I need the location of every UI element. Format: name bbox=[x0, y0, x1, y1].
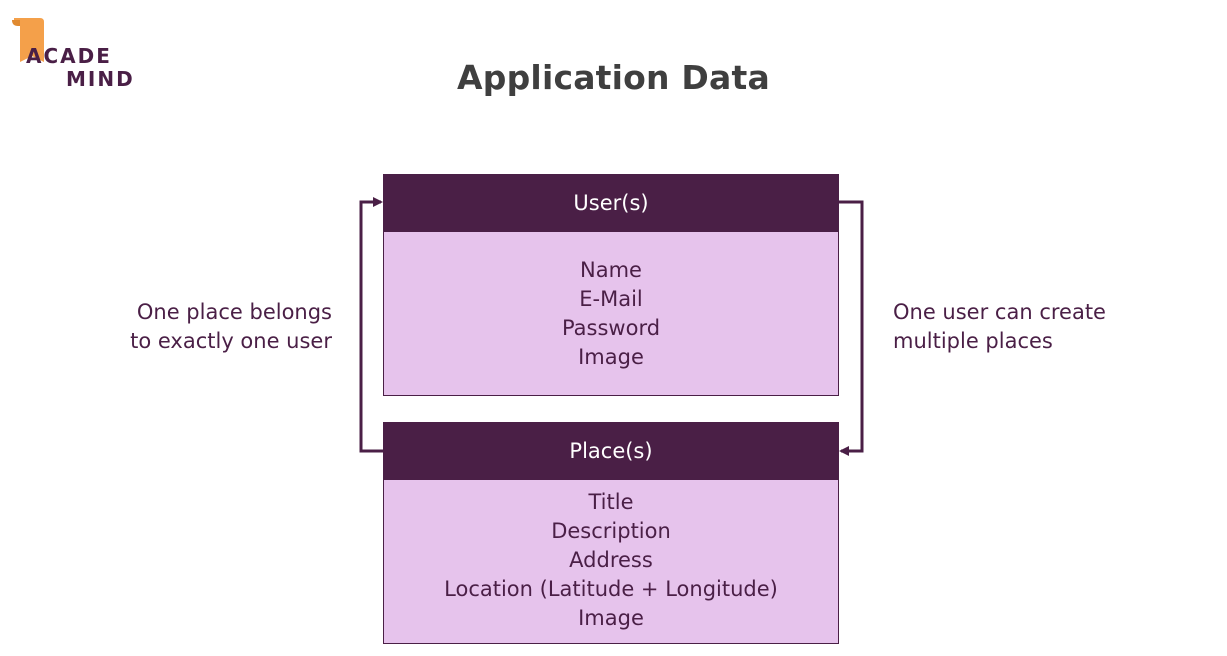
right-relation-label-line1: One user can create bbox=[893, 300, 1106, 324]
right-relation-label-line2: multiple places bbox=[893, 329, 1053, 353]
places-field-location: Location (Latitude + Longitude) bbox=[444, 577, 778, 601]
places-entity-header: Place(s) bbox=[384, 423, 838, 480]
places-field-title: Title bbox=[588, 490, 634, 514]
right-relation-label: One user can create multiple places bbox=[893, 298, 1106, 356]
places-entity-fields: Title Description Address Location (Lati… bbox=[384, 480, 838, 633]
page-title: Application Data bbox=[457, 58, 770, 97]
right-relation-arrow bbox=[839, 200, 864, 456]
places-field-image: Image bbox=[578, 606, 644, 630]
left-relation-arrow bbox=[359, 197, 383, 453]
left-relation-label-line2: to exactly one user bbox=[130, 329, 332, 353]
users-field-password: Password bbox=[561, 316, 661, 340]
academind-logo: ACADE MIND bbox=[8, 14, 148, 94]
logo-text-line2: MIND bbox=[66, 67, 135, 91]
places-field-address: Address bbox=[569, 548, 653, 572]
left-relation-label-line1: One place belongs bbox=[136, 300, 332, 324]
places-field-description: Description bbox=[551, 519, 671, 543]
users-field-image: Image bbox=[578, 345, 644, 369]
logo-flag-icon bbox=[12, 18, 44, 62]
users-entity-box: User(s) Name E-Mail Password Image bbox=[383, 174, 839, 396]
places-entity-box: Place(s) Title Description Address Locat… bbox=[383, 422, 839, 644]
users-field-email: E-Mail bbox=[579, 287, 643, 311]
logo-text-line1: ACADE bbox=[26, 44, 112, 68]
users-entity-fields: Name E-Mail Password Image bbox=[384, 232, 838, 372]
users-entity-header: User(s) bbox=[384, 175, 838, 232]
users-field-name: Name bbox=[580, 258, 642, 282]
left-relation-label: One place belongs to exactly one user bbox=[130, 298, 332, 356]
